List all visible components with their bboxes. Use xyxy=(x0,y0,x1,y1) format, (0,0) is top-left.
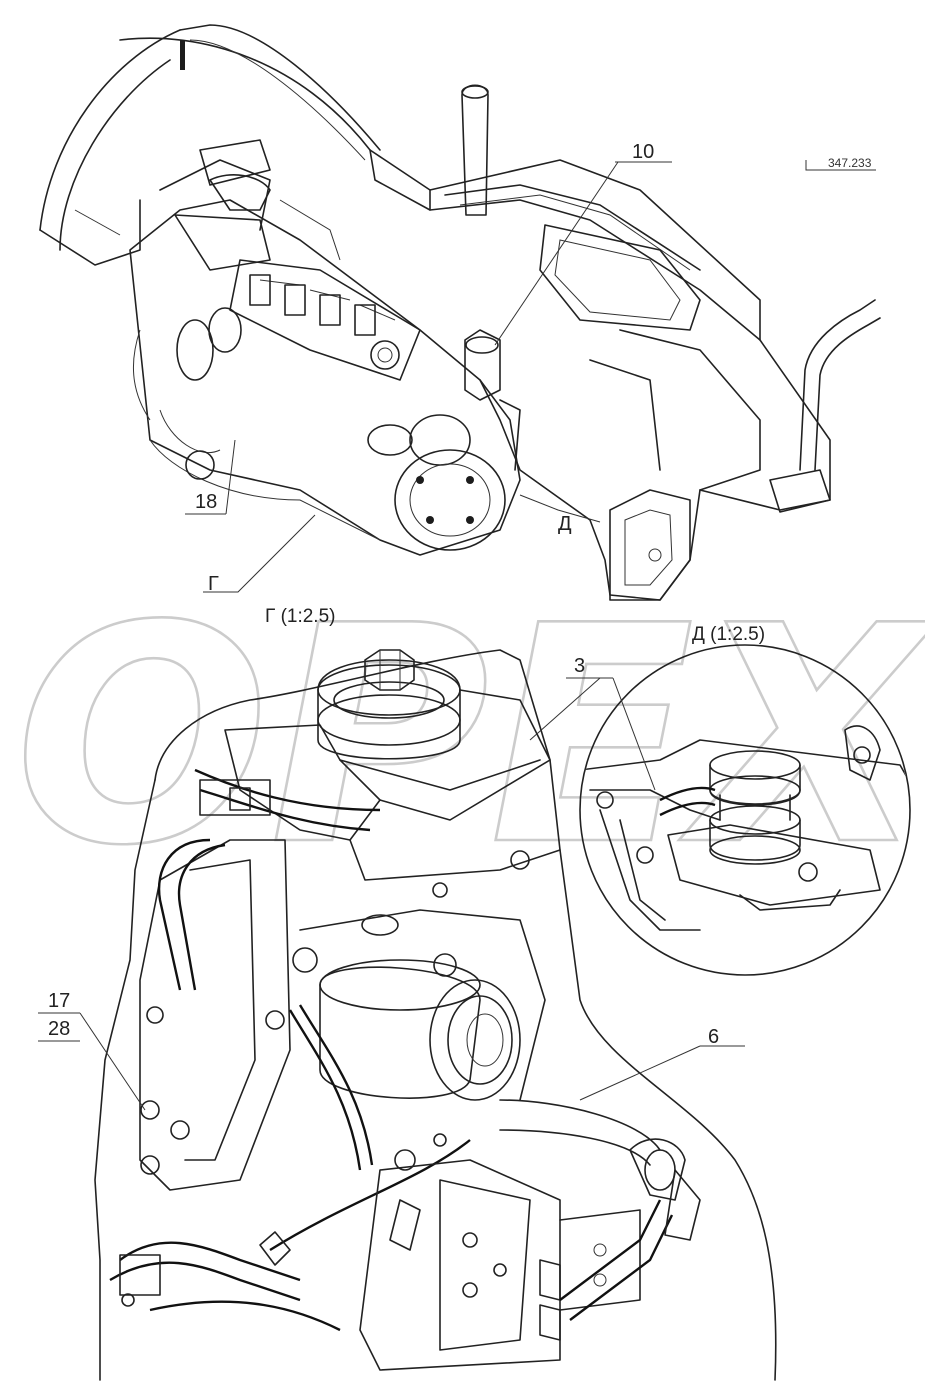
drawing-code: 347.233 xyxy=(805,156,876,171)
watermark-logo: OPEX xyxy=(13,561,925,913)
svg-text:10: 10 xyxy=(632,141,654,163)
callout-18: 18 xyxy=(185,439,236,515)
svg-text:Д (1:2.5): Д (1:2.5) xyxy=(692,624,765,645)
svg-text:Д: Д xyxy=(558,513,572,535)
top-assembly-view xyxy=(39,24,881,601)
svg-text:Г: Г xyxy=(208,573,219,595)
detail-view-d: Д (1:2.5) xyxy=(579,624,911,976)
callout-17-28: 17 28 xyxy=(38,990,146,1111)
callout-10: 10 xyxy=(494,141,672,346)
svg-text:347.233: 347.233 xyxy=(828,156,872,170)
svg-text:17: 17 xyxy=(48,990,70,1012)
section-mark-g: Г xyxy=(203,514,316,595)
svg-text:3: 3 xyxy=(574,655,585,677)
svg-text:OPEX: OPEX xyxy=(14,562,925,911)
callout-3: 3 xyxy=(529,655,656,791)
detail-view-g: Г (1:2.5) xyxy=(94,606,777,1381)
section-mark-d: Д xyxy=(519,494,601,535)
svg-text:Г (1:2.5): Г (1:2.5) xyxy=(265,606,335,627)
svg-text:28: 28 xyxy=(48,1018,70,1040)
callout-6: 6 xyxy=(579,1026,745,1101)
svg-text:6: 6 xyxy=(708,1026,719,1048)
svg-text:18: 18 xyxy=(195,491,217,513)
